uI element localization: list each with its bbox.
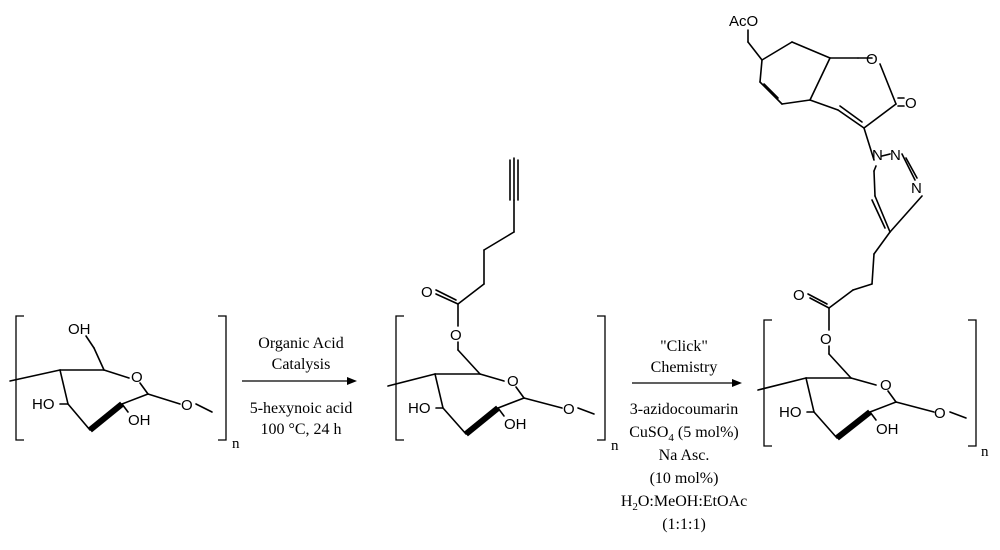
carbonyl-oxygen-label: O <box>905 95 917 112</box>
repeat-unit-n: n <box>981 444 989 460</box>
hexynoate-ester-structure: n O <box>387 157 619 454</box>
coumarin-triazole-product: n <box>729 13 989 460</box>
triazole-n2-label: N <box>890 147 901 164</box>
lactone-oxygen-label: O <box>866 51 878 68</box>
step2-solvent-ratio: (1:1:1) <box>662 516 706 533</box>
step2-reagent-ascorbate-loading: (10 mol%) <box>650 470 719 487</box>
hexynoate-side-chain <box>435 157 519 327</box>
polymer-bracket-left <box>395 315 404 441</box>
step2-condition-above: Chemistry <box>651 359 718 376</box>
triazole-n3-label: N <box>911 180 922 197</box>
step1-temperature-time: 100 °C, 24 h <box>260 421 341 438</box>
glucose-ring <box>757 345 967 441</box>
ho-label: HO <box>32 396 55 413</box>
triazole-ring <box>871 153 923 233</box>
step1-condition-above: Organic Acid <box>258 335 343 352</box>
polymer-bracket-right <box>597 315 606 441</box>
glucose-ring <box>387 341 595 437</box>
oh-label: OH <box>68 321 91 338</box>
step2-condition-above: "Click" <box>660 338 708 355</box>
reaction-arrow-1 <box>242 377 357 385</box>
cellulose-structure: n OH O HO OH O <box>9 315 240 452</box>
oh-label: OH <box>876 421 899 438</box>
polymer-bracket-left <box>763 319 772 447</box>
repeat-unit-n: n <box>611 438 619 454</box>
step2-reagent-catalyst: CuSO4 (5 mol%) <box>629 424 739 444</box>
repeat-unit-n: n <box>232 436 240 452</box>
triazole-n1-label: N <box>872 147 883 164</box>
step1-reagent: 5-hexynoic acid <box>250 400 353 417</box>
acetoxy-label: AcO <box>729 13 758 30</box>
oh-label: OH <box>128 412 151 429</box>
ho-label: HO <box>408 400 431 417</box>
reaction-arrow-2 <box>632 379 742 387</box>
carbonyl-oxygen-label: O <box>793 287 805 304</box>
butanoate-linker <box>807 231 891 331</box>
ho-label: HO <box>779 404 802 421</box>
ester-oxygen-label: O <box>450 327 462 344</box>
ring-oxygen-label: O <box>880 377 892 394</box>
step2-reagent-ascorbate: Na Asc. <box>659 447 710 464</box>
step2-reagent-azidocoumarin: 3-azidocoumarin <box>630 401 738 418</box>
step2-solvent: H2O:MeOH:EtOAc <box>621 493 747 513</box>
glycosidic-oxygen-label: O <box>181 397 193 414</box>
ring-oxygen-label: O <box>131 369 143 386</box>
carbonyl-oxygen-label: O <box>421 284 433 301</box>
polymer-bracket-right <box>218 315 227 441</box>
glucose-ring <box>9 335 213 433</box>
ester-oxygen-label: O <box>820 331 832 348</box>
glycosidic-oxygen-label: O <box>934 405 946 422</box>
coumarin-core <box>747 29 905 161</box>
polymer-bracket-right <box>968 319 977 447</box>
ring-oxygen-label: O <box>507 373 519 390</box>
polymer-bracket-left <box>15 315 24 441</box>
step1-condition-above: Catalysis <box>272 356 331 373</box>
glycosidic-oxygen-label: O <box>563 401 575 418</box>
oh-label: OH <box>504 416 527 433</box>
